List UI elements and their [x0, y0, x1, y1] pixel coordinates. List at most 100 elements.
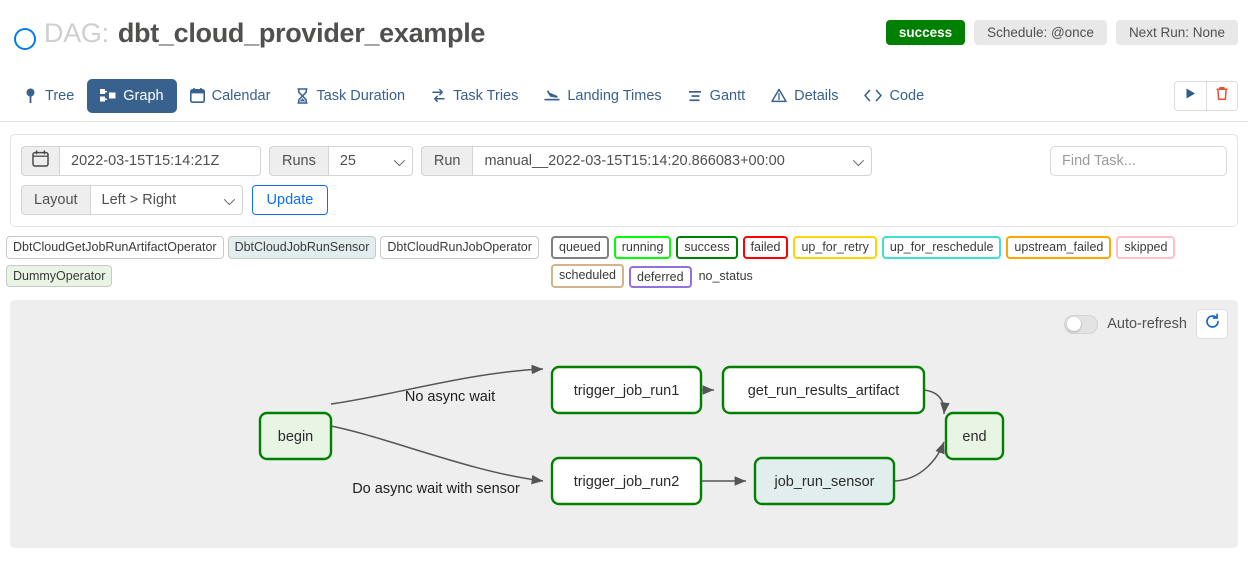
graph-icon [100, 88, 116, 103]
tab-landing-times-label: Landing Times [567, 87, 662, 104]
dag-pause-toggle[interactable] [14, 28, 36, 50]
legend-operator-chip[interactable]: DbtCloudGetJobRunArtifactOperator [6, 236, 224, 259]
node-label: trigger_job_run2 [574, 474, 680, 490]
trash-icon [1215, 86, 1229, 106]
legend-state-skipped[interactable]: skipped [1116, 236, 1176, 259]
legend-state-success[interactable]: success [676, 236, 738, 259]
graph-node-trigger-job-run2[interactable]: trigger_job_run2 [550, 456, 703, 506]
refresh-button[interactable] [1196, 309, 1228, 339]
legend-operator-chip[interactable]: DbtCloudJobRunSensor [227, 236, 377, 259]
tab-details[interactable]: Details [758, 79, 851, 113]
legend-state-up-for-retry[interactable]: up_for_retry [793, 236, 877, 259]
graph-node-get-run-results-artifact[interactable]: get_run_results_artifact [721, 365, 926, 415]
filter-bar: 2022-03-15T15:14:21Z Runs 25 Run manual_… [10, 134, 1238, 227]
run-label: Run [420, 146, 473, 176]
legend-operators: DbtCloudGetJobRunArtifactOperator DbtClo… [6, 236, 551, 287]
legend-state-failed[interactable]: failed [742, 236, 789, 259]
auto-refresh-group: Auto-refresh [1064, 309, 1228, 339]
node-label: trigger_job_run1 [574, 383, 680, 399]
edge-sensor-to-end [893, 441, 945, 482]
tab-code[interactable]: Code [851, 79, 937, 113]
graph-edges [330, 364, 950, 486]
delete-dag-button[interactable] [1206, 80, 1238, 111]
legend-state-queued[interactable]: queued [551, 236, 609, 259]
run-group: Run manual__2022-03-15T15:14:20.866083+0… [420, 146, 873, 176]
status-badge: success [885, 20, 966, 45]
tab-graph[interactable]: Graph [87, 78, 177, 113]
legend-state-up-for-reschedule[interactable]: up_for_reschedule [881, 236, 1002, 259]
tab-calendar[interactable]: Calendar [177, 79, 284, 113]
dag-graph-svg[interactable]: No async wait Do async wait with sensor … [10, 300, 1238, 548]
legend-state-running[interactable]: running [613, 236, 672, 259]
refresh-icon [1204, 313, 1221, 335]
layout-label: Layout [21, 185, 90, 215]
update-button[interactable]: Update [251, 185, 329, 215]
graph-canvas[interactable]: Auto-refresh No async wait Do async wait… [10, 300, 1238, 548]
legend-state-scheduled[interactable]: scheduled [551, 263, 624, 288]
tab-gantt-label: Gantt [709, 87, 746, 104]
dag-actions [1174, 80, 1238, 111]
tab-task-duration-label: Task Duration [316, 87, 406, 104]
tab-details-label: Details [794, 87, 839, 104]
auto-refresh-toggle[interactable] [1064, 314, 1099, 334]
tab-code-label: Code [889, 87, 925, 104]
landing-icon [544, 88, 561, 103]
retry-icon [431, 88, 446, 103]
graph-node-job-run-sensor[interactable]: job_run_sensor [753, 456, 896, 506]
schedule-badge[interactable]: Schedule: @once [974, 20, 1107, 45]
page-title: DAG: dbt_cloud_provider_example [44, 18, 485, 49]
tab-tree-label: Tree [45, 87, 75, 104]
legend-state-no-status[interactable]: no_status [698, 268, 753, 283]
graph-node-end[interactable]: end [944, 411, 1005, 461]
edge-artifact-to-end [923, 389, 950, 415]
runs-group: Runs 25 [269, 146, 413, 176]
edge-label-no-async-wait: No async wait [405, 389, 495, 405]
auto-refresh-label: Auto-refresh [1107, 316, 1187, 332]
legend-states: queued running success failed up_for_ret… [551, 236, 1242, 288]
tab-gantt[interactable]: Gantt [675, 79, 758, 113]
details-icon [771, 88, 787, 103]
page-header: DAG: dbt_cloud_provider_example success … [0, 0, 1248, 70]
dag-name: dbt_cloud_provider_example [117, 18, 486, 48]
base-date-input[interactable]: 2022-03-15T15:14:21Z [59, 146, 261, 176]
runs-label: Runs [269, 146, 328, 176]
tree-icon [23, 88, 38, 104]
edge-label-do-async-wait: Do async wait with sensor [352, 481, 520, 497]
calendar-icon [32, 150, 49, 172]
find-task-input[interactable]: Find Task... [1050, 146, 1227, 176]
header-status-group: success Schedule: @once Next Run: None [885, 20, 1238, 45]
legend-operator-chip[interactable]: DummyOperator [6, 264, 113, 287]
run-select[interactable]: manual__2022-03-15T15:14:20.866083+00:00 [472, 146, 873, 176]
legend-operator-chip[interactable]: DbtCloudRunJobOperator [380, 236, 539, 259]
graph-edge-labels: No async wait Do async wait with sensor [352, 389, 520, 497]
play-icon [1184, 87, 1197, 105]
legend-state-deferred[interactable]: deferred [629, 265, 692, 288]
hourglass-icon [296, 87, 309, 104]
edge-begin-to-trigger2 [330, 425, 544, 485]
edge-begin-to-trigger1 [330, 364, 544, 405]
runs-select[interactable]: 25 [327, 146, 413, 176]
next-run-badge: Next Run: None [1115, 20, 1238, 45]
gantt-icon [688, 89, 703, 103]
dag-label: DAG: [44, 18, 109, 48]
legend: DbtCloudGetJobRunArtifactOperator DbtClo… [0, 227, 1248, 294]
tab-task-duration[interactable]: Task Duration [283, 79, 418, 113]
legend-state-upstream-failed[interactable]: upstream_failed [1006, 236, 1112, 259]
tab-tree[interactable]: Tree [10, 79, 87, 113]
view-tabs: Tree Graph Calendar Task Duration Task T… [0, 70, 1248, 122]
tab-landing-times[interactable]: Landing Times [531, 79, 674, 113]
layout-row: Layout Left > Right Update [21, 185, 1227, 215]
calendar-picker-button[interactable] [21, 146, 59, 176]
tab-task-tries-label: Task Tries [453, 87, 519, 104]
trigger-dag-button[interactable] [1174, 80, 1206, 111]
layout-select[interactable]: Left > Right [89, 185, 243, 215]
tab-calendar-label: Calendar [211, 87, 271, 104]
tab-graph-label: Graph [123, 87, 164, 104]
tab-task-tries[interactable]: Task Tries [418, 79, 531, 113]
base-date-group: 2022-03-15T15:14:21Z [21, 146, 261, 176]
graph-node-begin[interactable]: begin [258, 411, 333, 461]
graph-node-trigger-job-run1[interactable]: trigger_job_run1 [550, 365, 703, 415]
layout-group: Layout Left > Right [21, 185, 243, 215]
node-label: get_run_results_artifact [748, 383, 900, 399]
node-label: end [962, 429, 986, 445]
